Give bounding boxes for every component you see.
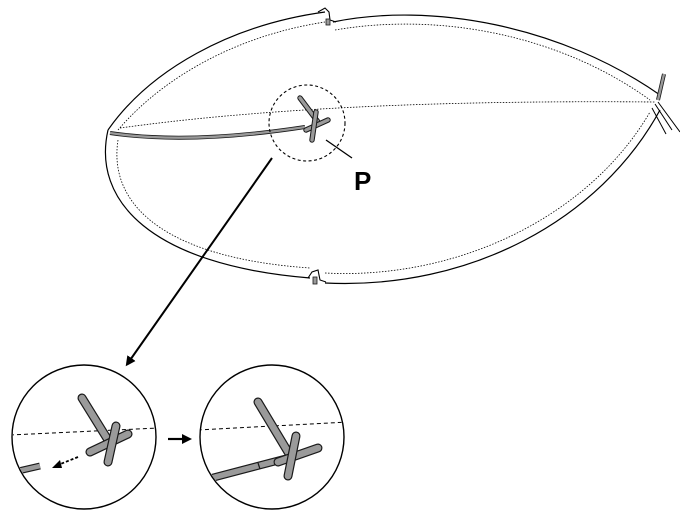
- tent-outer-bottom-edge-right: [324, 109, 661, 285]
- tent-outer-top-edge-right: [332, 14, 661, 96]
- detail-step-1: [11, 364, 157, 510]
- callout-circle: [268, 84, 346, 162]
- top-notch: [317, 7, 337, 26]
- tent-outer-bottom-edge: [104, 129, 311, 279]
- callout-label: P: [354, 166, 371, 196]
- tent-center-seam: [119, 101, 656, 129]
- main-pole: [109, 125, 306, 140]
- tent-inner-seam-top: [117, 21, 651, 131]
- tent-inner-seam-bottom: [116, 111, 651, 274]
- zoom-arrow: [125, 157, 273, 367]
- step-arrow: [168, 434, 192, 444]
- hub-connector: [297, 95, 331, 143]
- tent-outer-top-edge: [107, 11, 326, 131]
- tent-body: [104, 11, 661, 285]
- callout-leader: [325, 139, 353, 159]
- bottom-notch: [307, 269, 327, 285]
- right-pole-ends: [651, 73, 680, 135]
- detail-step-2: [199, 364, 345, 510]
